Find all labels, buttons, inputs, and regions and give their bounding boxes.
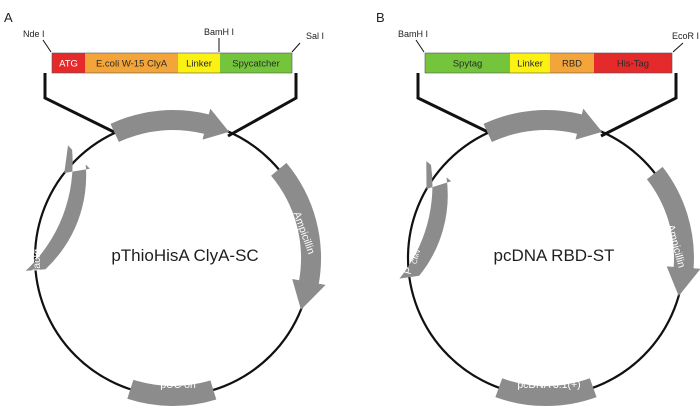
pcdna-block	[495, 378, 597, 407]
panel-a-letter: A	[4, 10, 13, 25]
puc-ori-label: pUC ori	[160, 379, 196, 391]
segment-his-tag-label: His-Tag	[617, 59, 649, 70]
segment-rbd	[550, 53, 594, 73]
construct-bar-b: Spytag Linker RBD His-Tag	[424, 52, 673, 74]
promoter-cmv-subscript: CMV	[412, 248, 423, 265]
site-ecor-i-tick	[672, 42, 684, 53]
promoter-p-label: P	[402, 266, 415, 276]
site-sal-i-tick	[291, 42, 301, 53]
segment-clya	[85, 53, 178, 73]
plasmid-name-b: pcDNA RBD-ST	[494, 246, 615, 265]
puc-ori-block	[127, 379, 217, 407]
construct-bar-outline	[51, 52, 293, 74]
site-sal-i-label: Sal I	[306, 31, 324, 41]
construct-bar-a: ATG E.coli W-15 ClyA Linker Spycatcher	[51, 52, 293, 74]
panel-b-letter: B	[376, 10, 385, 25]
segment-spytag-label: Spytag	[453, 59, 483, 70]
segment-atg-label: ATG	[59, 59, 78, 70]
site-nde-i-label: Nde I	[23, 29, 45, 39]
segment-linker-label: Linker	[186, 59, 212, 70]
site-bamh-i-tick-b	[415, 39, 425, 53]
panel-a: A Nde I BamH I Sal I ATG E.coli W-15 Cly…	[4, 10, 326, 407]
segment-linker-label: Linker	[517, 59, 543, 70]
segment-linker	[178, 53, 220, 73]
segment-linker	[510, 53, 550, 73]
cmv-promoter-arrow	[399, 161, 452, 279]
insert-arrow	[110, 108, 230, 142]
cmv-promoter-label: P CMV	[402, 248, 423, 276]
segment-atg	[52, 53, 85, 73]
ampicillin-arrow	[271, 162, 326, 310]
insert-line-left-b	[416, 73, 489, 134]
site-ecor-i-label: EcoR I	[672, 31, 699, 41]
plasmid-name-a: pThioHisA ClyA-SC	[111, 246, 258, 265]
construct-bar-outline	[424, 52, 673, 74]
pcdna-label: pcDNA 3.1(+)	[517, 379, 580, 391]
laciq-arrow	[25, 145, 90, 271]
segment-spycatcher-label: Spycatcher	[232, 59, 280, 70]
segment-his-tag	[594, 53, 672, 73]
ampicillin-arrow	[646, 166, 700, 296]
segment-rbd-label: RBD	[562, 59, 582, 70]
site-bamh-i-label: BamH I	[204, 27, 234, 37]
site-bamh-i-label-b: BamH I	[398, 29, 428, 39]
insert-arrow	[483, 108, 603, 142]
segment-spytag	[425, 53, 510, 73]
insert-line-right	[227, 73, 298, 138]
laciq-label: lacIq	[31, 249, 43, 271]
site-nde-i-tick	[42, 39, 52, 53]
panel-b: B BamH I EcoR I Spytag Linker RBD His-Ta…	[376, 10, 700, 407]
insert-line-right-b	[600, 73, 678, 138]
segment-clya-label: E.coli W-15 ClyA	[96, 59, 168, 70]
segment-spycatcher	[220, 53, 292, 73]
insert-line-left	[43, 73, 115, 134]
